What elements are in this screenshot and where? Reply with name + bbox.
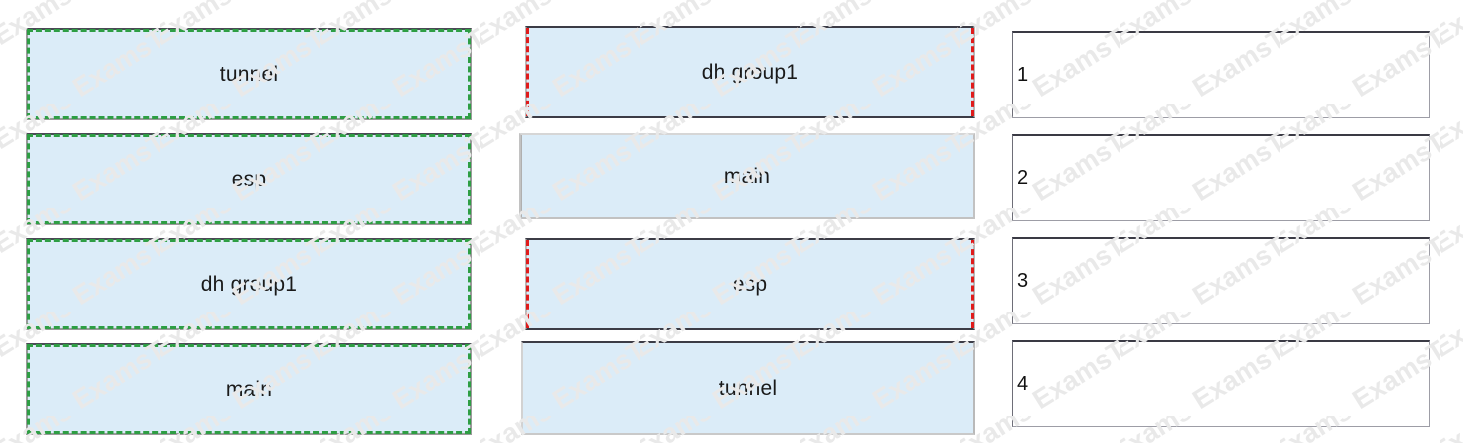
drop-target-2[interactable]: 2 — [1012, 134, 1430, 221]
tile-label: main — [225, 377, 273, 401]
drop-target-number: 4 — [1017, 372, 1029, 395]
drop-target-number: 2 — [1017, 166, 1029, 189]
draggable-tile-middle-4[interactable]: tunnel — [521, 341, 975, 435]
drop-target-number: 3 — [1017, 269, 1029, 292]
draggable-tile-middle-1[interactable]: dh group1 — [525, 26, 975, 118]
drop-target-3[interactable]: 3 — [1012, 237, 1430, 324]
draggable-tile-middle-3[interactable]: esp — [525, 238, 975, 330]
tile-label: tunnel — [219, 62, 279, 86]
draggable-tile-left-2[interactable]: esp — [26, 133, 472, 225]
tile-label: main — [723, 164, 771, 188]
tile-label: esp — [732, 272, 768, 296]
tile-label: dh group1 — [701, 60, 799, 84]
draggable-tile-left-3[interactable]: dh group1 — [26, 238, 472, 330]
drop-target-4[interactable]: 4 — [1012, 340, 1430, 427]
tile-label: esp — [231, 167, 267, 191]
draggable-tile-left-1[interactable]: tunnel — [26, 28, 472, 120]
drop-target-number: 1 — [1017, 63, 1029, 86]
tile-label: dh group1 — [200, 272, 298, 296]
draggable-tile-middle-2[interactable]: main — [519, 133, 975, 219]
drop-target-1[interactable]: 1 — [1012, 31, 1430, 118]
tile-label: tunnel — [718, 376, 778, 400]
draggable-tile-left-4[interactable]: main — [26, 343, 472, 435]
